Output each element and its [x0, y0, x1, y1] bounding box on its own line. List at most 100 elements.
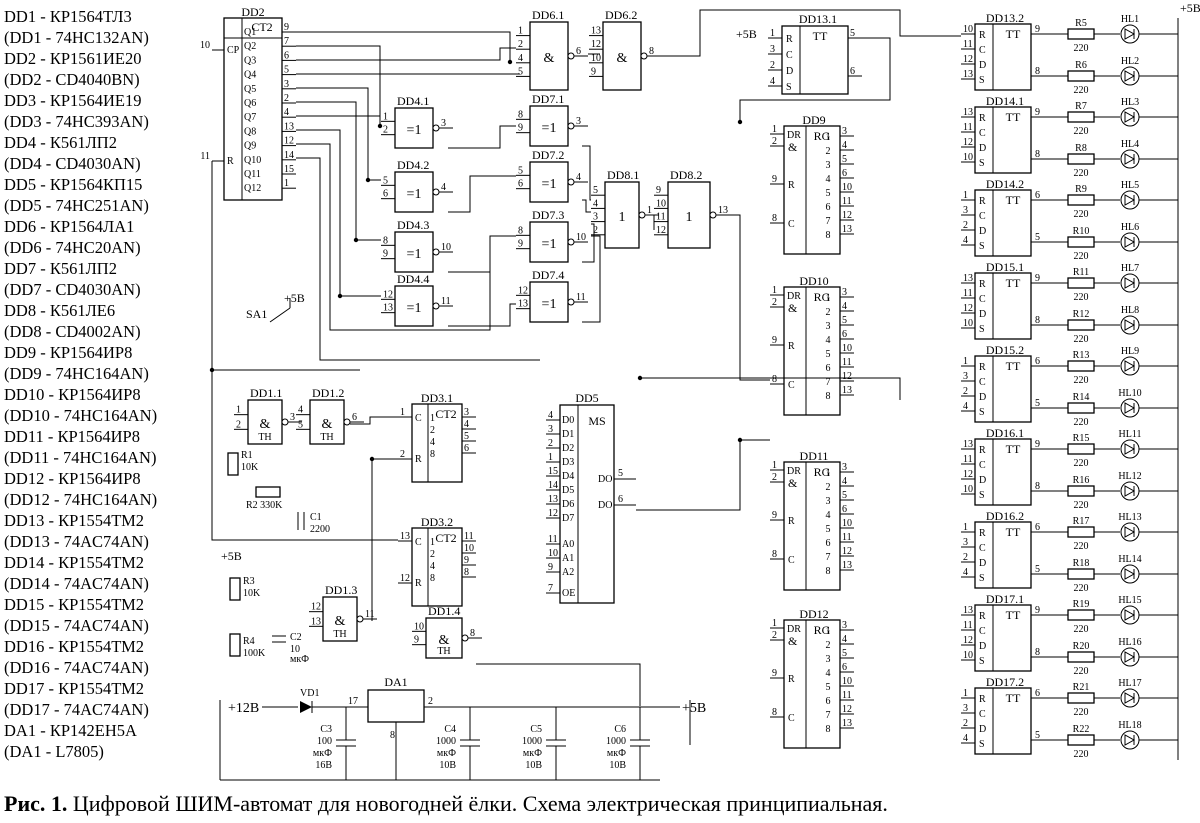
led-ref: HL1: [1121, 14, 1139, 25]
pin-label: 6: [826, 696, 831, 707]
resistor-value: 220: [1074, 375, 1089, 386]
resistor-ref: R16: [1073, 475, 1090, 486]
resistor-ref: R18: [1073, 558, 1090, 569]
legend-line: (DD8 - CD4002AN): [4, 322, 141, 341]
pin-number: 9: [591, 66, 596, 77]
pin-number: 3: [464, 407, 469, 418]
resistor: [1067, 609, 1095, 621]
pin-label: C: [788, 219, 795, 230]
resistor-ref: R14: [1073, 392, 1090, 403]
inverter-bubble: [432, 248, 440, 256]
pin-number: 5: [618, 468, 623, 479]
pin-number: 2: [383, 125, 388, 136]
wire: [582, 145, 591, 201]
caption-prefix: Рис. 1.: [4, 791, 68, 816]
pin-label: C: [979, 128, 986, 139]
pin-number: 4: [518, 53, 523, 64]
pin-number: 12: [656, 225, 666, 236]
component-legend: DD1 - КР1564ТЛ3(DD1 - 74HC132AN)DD2 - КР…: [4, 6, 204, 762]
flip-flop: [974, 687, 1032, 755]
pin-number: 7: [284, 36, 289, 47]
chip-ref: DD13.1: [799, 12, 837, 26]
legend-line: DD1 - КР1564ТЛ3: [4, 7, 132, 26]
pin-number: 10: [548, 548, 558, 559]
pin-number: 11: [963, 39, 973, 50]
pin-number: 10: [591, 53, 601, 64]
logic-gate: [322, 596, 358, 642]
gate-symbol: 1: [686, 210, 693, 225]
gate-symbol: &: [544, 51, 555, 66]
capacitor-ref: C3: [320, 724, 332, 735]
pin-label: DO: [598, 500, 612, 511]
inverter-bubble: [567, 178, 575, 186]
pin-number: 9: [518, 123, 523, 134]
pin-number: 8: [390, 730, 395, 741]
pin-label: Q12: [244, 183, 261, 194]
junction-dot: [365, 177, 371, 183]
pin-number: 11: [963, 620, 973, 631]
resistor: [1067, 443, 1095, 455]
capacitor-value: 2200: [310, 524, 330, 535]
chip-ref: DD15.1: [986, 260, 1024, 274]
pin-number: 12: [383, 289, 393, 300]
pin-number: 6: [842, 168, 847, 179]
pin-number: 3: [576, 116, 581, 127]
chip-function: TT: [1006, 27, 1021, 41]
pin-label: C: [979, 626, 986, 637]
pin-number: 6: [1035, 190, 1040, 201]
pin-number: 13: [400, 531, 410, 542]
pin-label: 4: [430, 437, 435, 448]
pin-label: D: [786, 66, 793, 77]
pin-number: 5: [1035, 564, 1040, 575]
pin-number: 11: [576, 292, 586, 303]
pin-number: 12: [963, 137, 973, 148]
pin-label: C: [979, 377, 986, 388]
pin-number: 3: [963, 703, 968, 714]
resistor-value: 10K: [241, 462, 259, 473]
junction-dot: [377, 123, 383, 129]
pin-number: 4: [963, 235, 968, 246]
pin-label: 1: [826, 626, 831, 637]
wire: [582, 235, 601, 323]
pin-label: 2: [430, 549, 435, 560]
led-ref: HL10: [1118, 388, 1141, 399]
chip-function: RG: [814, 465, 831, 479]
chip-ref: DD6.1: [532, 8, 564, 22]
pin-number: 6: [464, 443, 469, 454]
inverter-bubble: [709, 211, 717, 219]
pin-number: 6: [1035, 356, 1040, 367]
pin-number: 3: [548, 424, 553, 435]
pin-label: &: [788, 476, 798, 490]
legend-line: (DD15 - 74AC74AN): [4, 616, 149, 635]
pin-label: 3: [826, 654, 831, 665]
chip-ref: DD7.1: [532, 92, 564, 106]
inverter-bubble: [356, 615, 364, 623]
pin-number: 13: [842, 560, 852, 571]
pin-label: Q4: [244, 70, 256, 81]
pin-label: Q11: [244, 169, 261, 180]
pin-number: 9: [1035, 273, 1040, 284]
regulator-ref: DA1: [384, 675, 407, 689]
gate-symbol: 1: [619, 210, 626, 225]
pin-number: 9: [772, 174, 777, 185]
pin-label: D: [979, 226, 986, 237]
pin-number: 12: [963, 469, 973, 480]
pin-label: 3: [826, 496, 831, 507]
resistor-ref: R22: [1073, 724, 1090, 735]
led-triangle: [1124, 526, 1136, 538]
pin-number: 1: [236, 405, 241, 416]
pin-label: 1: [826, 468, 831, 479]
capacitor-ref: C6: [614, 724, 626, 735]
capacitor-unit: мкФ: [437, 748, 456, 759]
pin-label: 3: [826, 160, 831, 171]
led-triangle: [1124, 277, 1136, 289]
pin-number: 6: [618, 494, 623, 505]
legend-line: (DA1 - L7805): [4, 742, 104, 761]
pin-number: 15: [548, 466, 558, 477]
resistor: [1067, 236, 1095, 248]
pin-number: 5: [518, 66, 523, 77]
capacitor-value: 1000: [606, 736, 626, 747]
legend-line: DD14 - КР1554ТМ2: [4, 553, 145, 572]
pin-number: 1: [772, 124, 777, 135]
capacitor-ref: C5: [530, 724, 542, 735]
